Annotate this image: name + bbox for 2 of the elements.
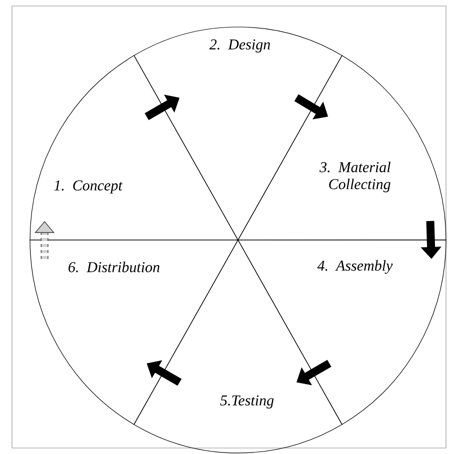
circle-sector: 3. Material Collecting: [238, 55, 446, 240]
circle-sector: 1. Concept: [30, 55, 238, 240]
